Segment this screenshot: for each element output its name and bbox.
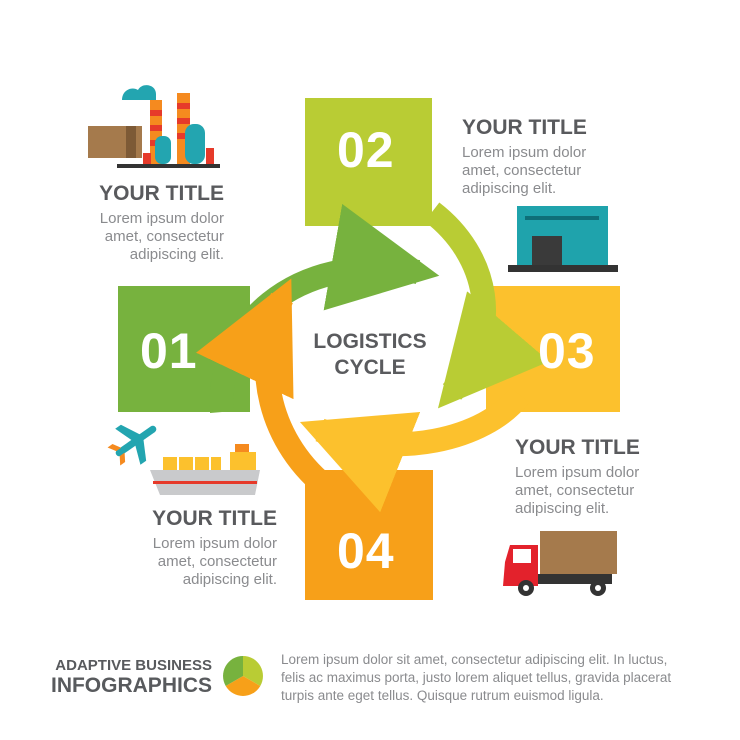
pie-chart-icon xyxy=(223,656,263,696)
step-01-title: YOUR TITLE xyxy=(99,182,224,205)
step-02-title: YOUR TITLE xyxy=(462,116,587,139)
airplane-icon xyxy=(107,424,157,466)
footer-title-line2: INFOGRAPHICS xyxy=(50,674,212,697)
arrow-02-to-03 xyxy=(424,202,550,409)
footer-title: ADAPTIVE BUSINESS INFOGRAPHICS xyxy=(40,657,212,698)
center-title-line2: CYCLE xyxy=(334,356,406,379)
step-01-body: Lorem ipsum dolor amet, consectetur adip… xyxy=(99,210,224,263)
step-04-text: YOUR TITLE Lorem ipsum dolor amet, conse… xyxy=(102,507,277,589)
step-03-title: YOUR TITLE xyxy=(515,436,640,459)
warehouse-icon xyxy=(508,206,618,272)
step-02-number: 02 xyxy=(337,122,395,178)
footer-description: Lorem ipsum dolor sit amet, consectetur … xyxy=(281,652,672,703)
footer-title-line1: ADAPTIVE BUSINESS xyxy=(55,657,212,674)
step-02-text: YOUR TITLE Lorem ipsum dolor amet, conse… xyxy=(462,116,637,198)
step-01-text: YOUR TITLE Lorem ipsum dolor amet, conse… xyxy=(49,182,224,264)
step-04-title: YOUR TITLE xyxy=(152,507,277,530)
step-03-text: YOUR TITLE Lorem ipsum dolor amet, conse… xyxy=(515,436,690,518)
step-01-number: 01 xyxy=(140,323,198,379)
step-03-number: 03 xyxy=(538,323,596,379)
step-04-body: Lorem ipsum dolor amet, consectetur adip… xyxy=(152,535,277,588)
arrow-03-to-04 xyxy=(299,387,530,513)
cargo-ship-icon xyxy=(150,444,260,495)
factory-icon xyxy=(117,85,220,168)
step-02-body: Lorem ipsum dolor amet, consectetur adip… xyxy=(462,144,587,197)
center-title-line1: LOGISTICS xyxy=(313,330,427,353)
cardboard-box-icon xyxy=(88,126,142,158)
delivery-truck-icon xyxy=(503,531,617,596)
step-04-number: 04 xyxy=(337,523,395,579)
step-03-body: Lorem ipsum dolor amet, consectetur adip… xyxy=(515,464,640,517)
arrow-04-to-01 xyxy=(196,278,338,500)
diagram-center-title: LOGISTICS CYCLE xyxy=(290,329,450,381)
